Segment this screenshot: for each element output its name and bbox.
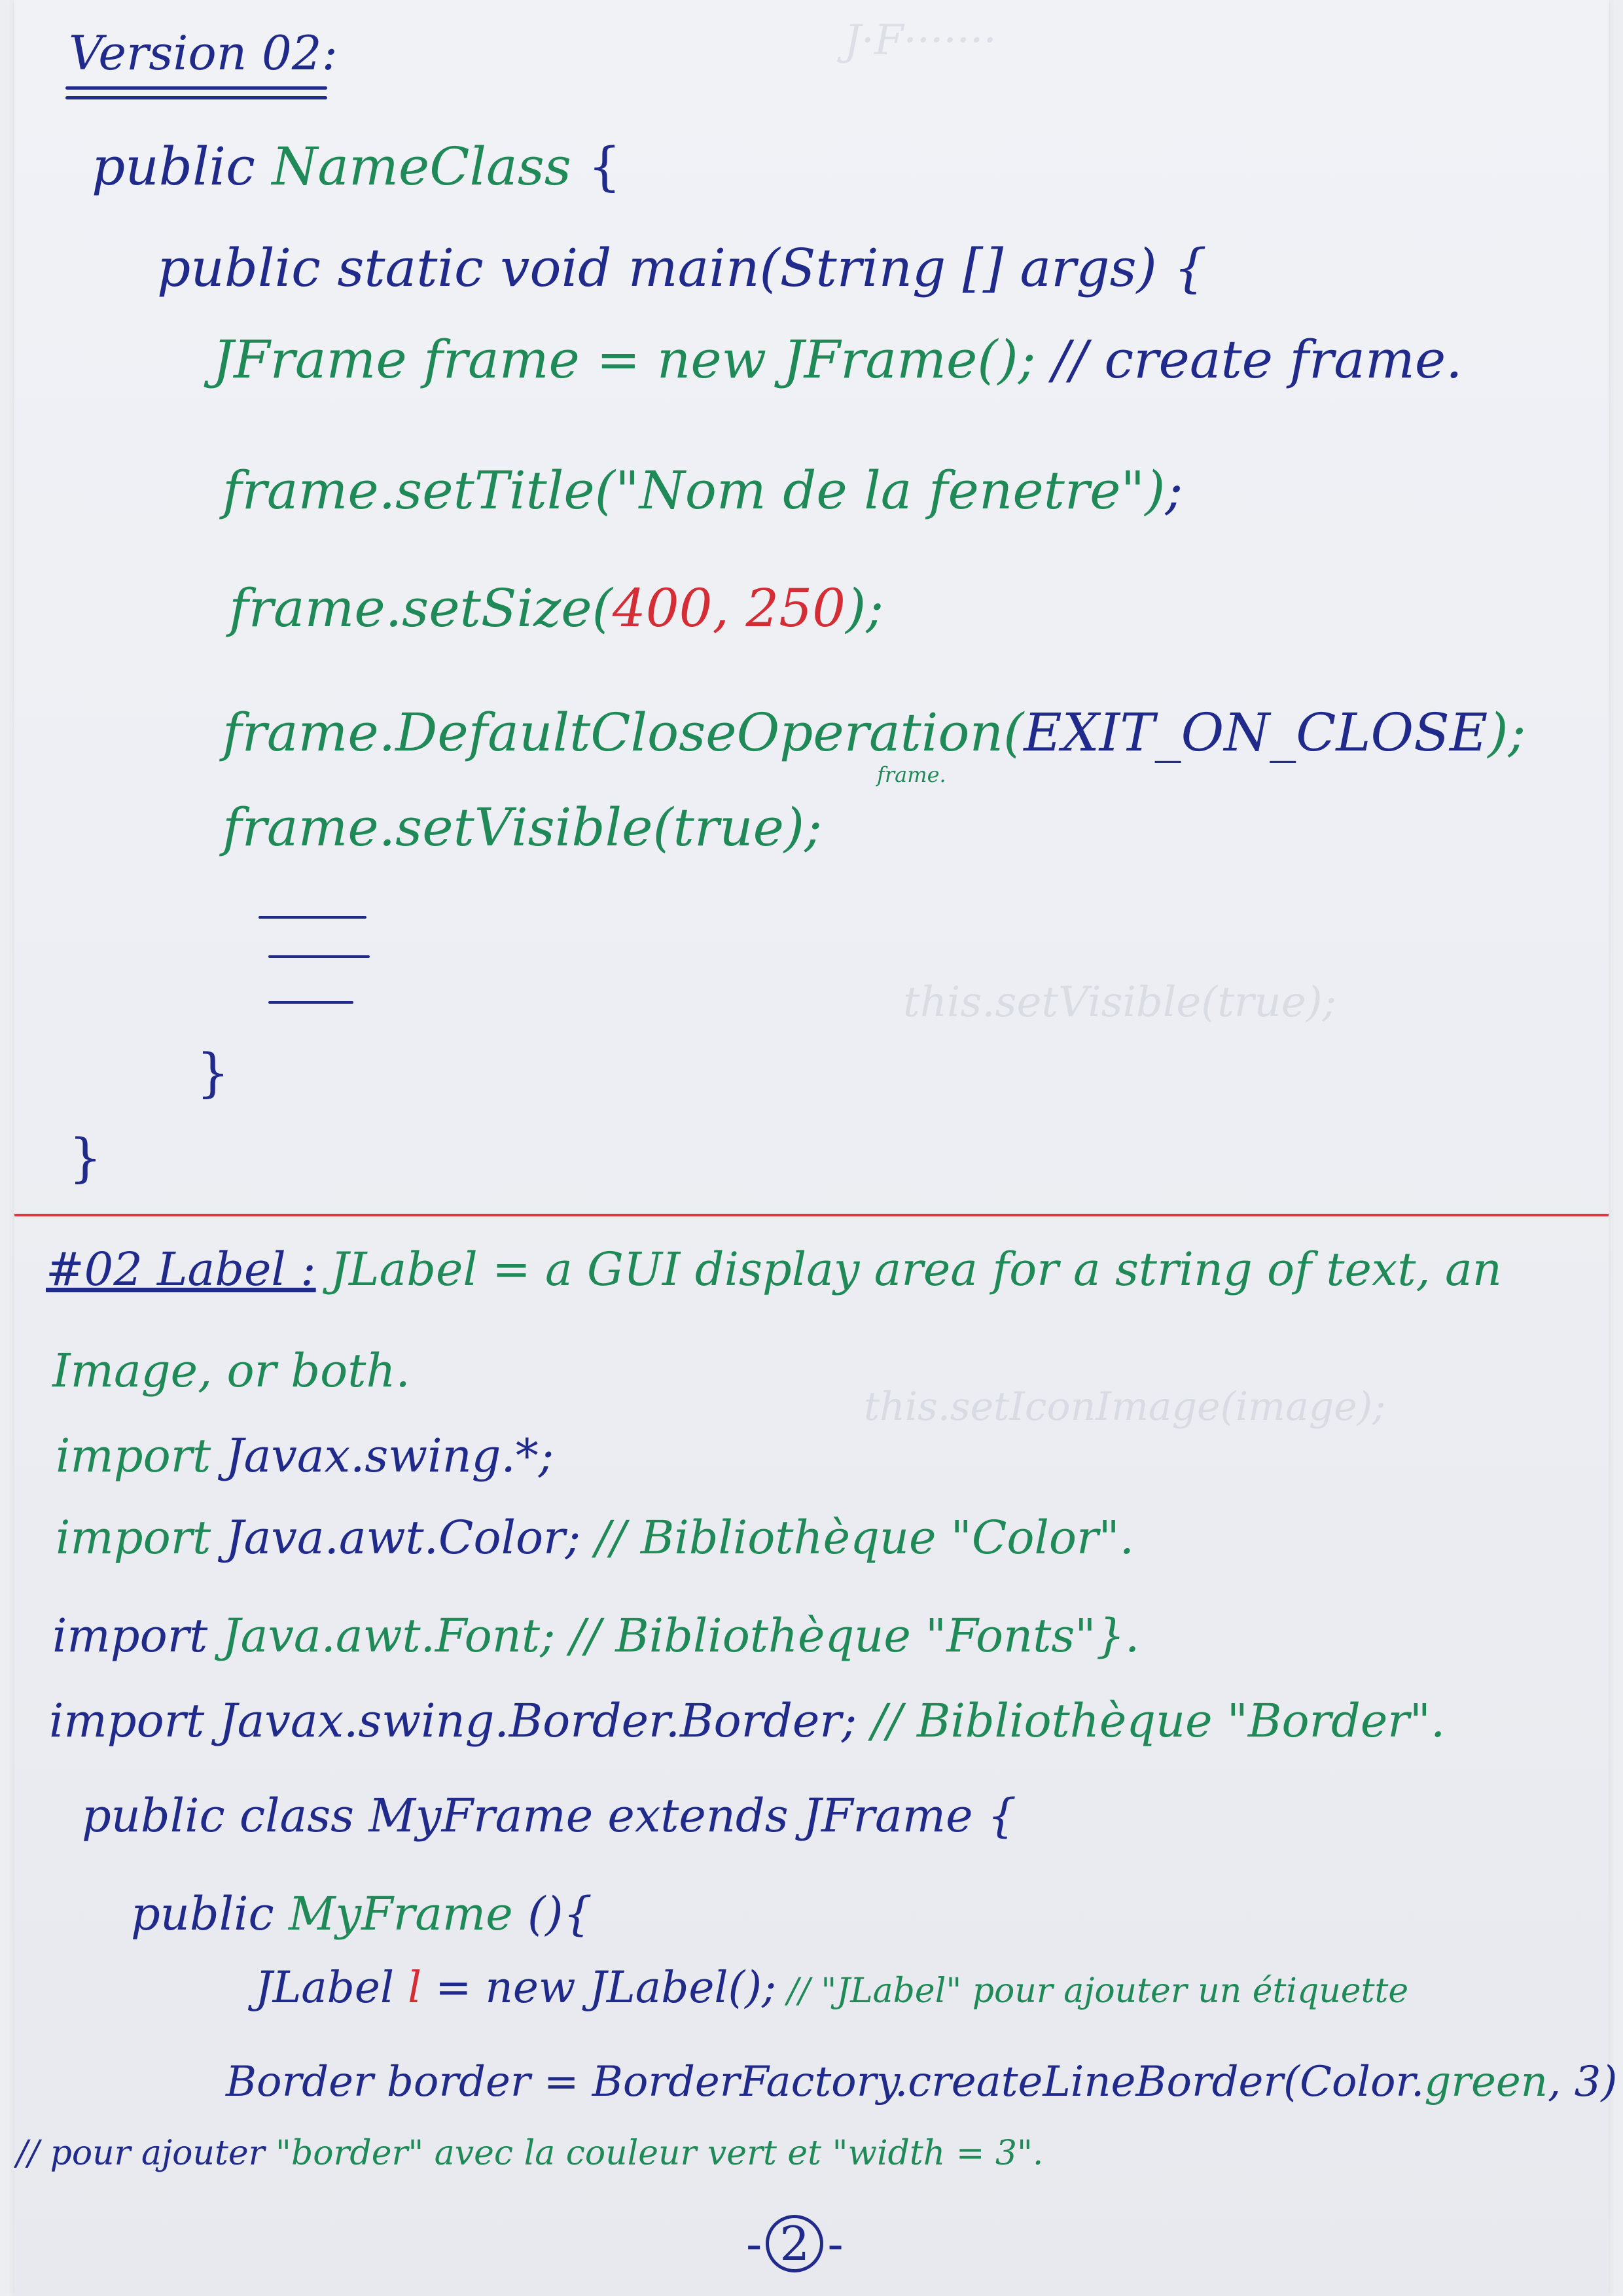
- ellipsis-dash: [268, 955, 370, 958]
- notebook-page: [14, 0, 1609, 2296]
- class-myframe: public class MyFrame extends JFrame {: [82, 1789, 1017, 1843]
- margin-note-frame: frame.: [877, 762, 946, 787]
- code-line-set-size: frame.setSize(400, 250);: [229, 578, 884, 639]
- show-through-text: this.setIconImage(image);: [864, 1384, 1386, 1430]
- code-jlabel: JLabel l = new JLabel(); // "JLabel" pou…: [255, 1962, 1409, 2013]
- code-line-set-visible: frame.setVisible(true);: [223, 797, 823, 858]
- import-font: import Java.awt.Font; // Bibliothèque "F…: [52, 1609, 1140, 1663]
- ctor-myframe: public MyFrame (){: [131, 1887, 593, 1941]
- code-line-new-frame: JFrame frame = new JFrame(); // create f…: [213, 329, 1463, 390]
- import-color: import Java.awt.Color; // Bibliothèque "…: [56, 1511, 1134, 1564]
- section2-intro-line2: Image, or both.: [52, 1344, 410, 1398]
- closing-brace-inner: }: [196, 1042, 230, 1103]
- closing-brace-outer: }: [69, 1127, 102, 1188]
- code-border: Border border = BorderFactory.createLine…: [226, 2058, 1618, 2106]
- section2-heading: #02 Label :: [46, 1243, 316, 1296]
- import-swing: import Javax.swing.*;: [56, 1429, 554, 1483]
- title-underline: [65, 86, 327, 90]
- section-title: Version 02:: [69, 26, 338, 80]
- code-line-close-operation: frame.DefaultCloseOperation(EXIT_ON_CLOS…: [223, 702, 1526, 763]
- show-through-text: J·F·······: [844, 16, 997, 65]
- title-underline: [65, 96, 327, 99]
- show-through-text: this.setVisible(true);: [903, 978, 1337, 1027]
- import-border: import Javax.swing.Border.Border; // Bib…: [49, 1694, 1446, 1748]
- ellipsis-dash: [259, 916, 366, 919]
- page-number: -2-: [746, 2215, 844, 2272]
- red-margin-line: [14, 1214, 1609, 1216]
- ellipsis-dash: [268, 1001, 353, 1004]
- code-line-main: public static void main(String [] args) …: [157, 238, 1207, 298]
- section2-intro-line1: #02 Label : JLabel = a GUI display area …: [46, 1243, 1502, 1296]
- code-line-set-title: frame.setTitle("Nom de la fenetre");: [223, 460, 1183, 521]
- page-number-value: 2: [766, 2215, 824, 2272]
- comment-border: // pour ajouter "border" avec la couleur…: [16, 2134, 1044, 2173]
- code-line-class-decl: public NameClass {: [92, 136, 622, 197]
